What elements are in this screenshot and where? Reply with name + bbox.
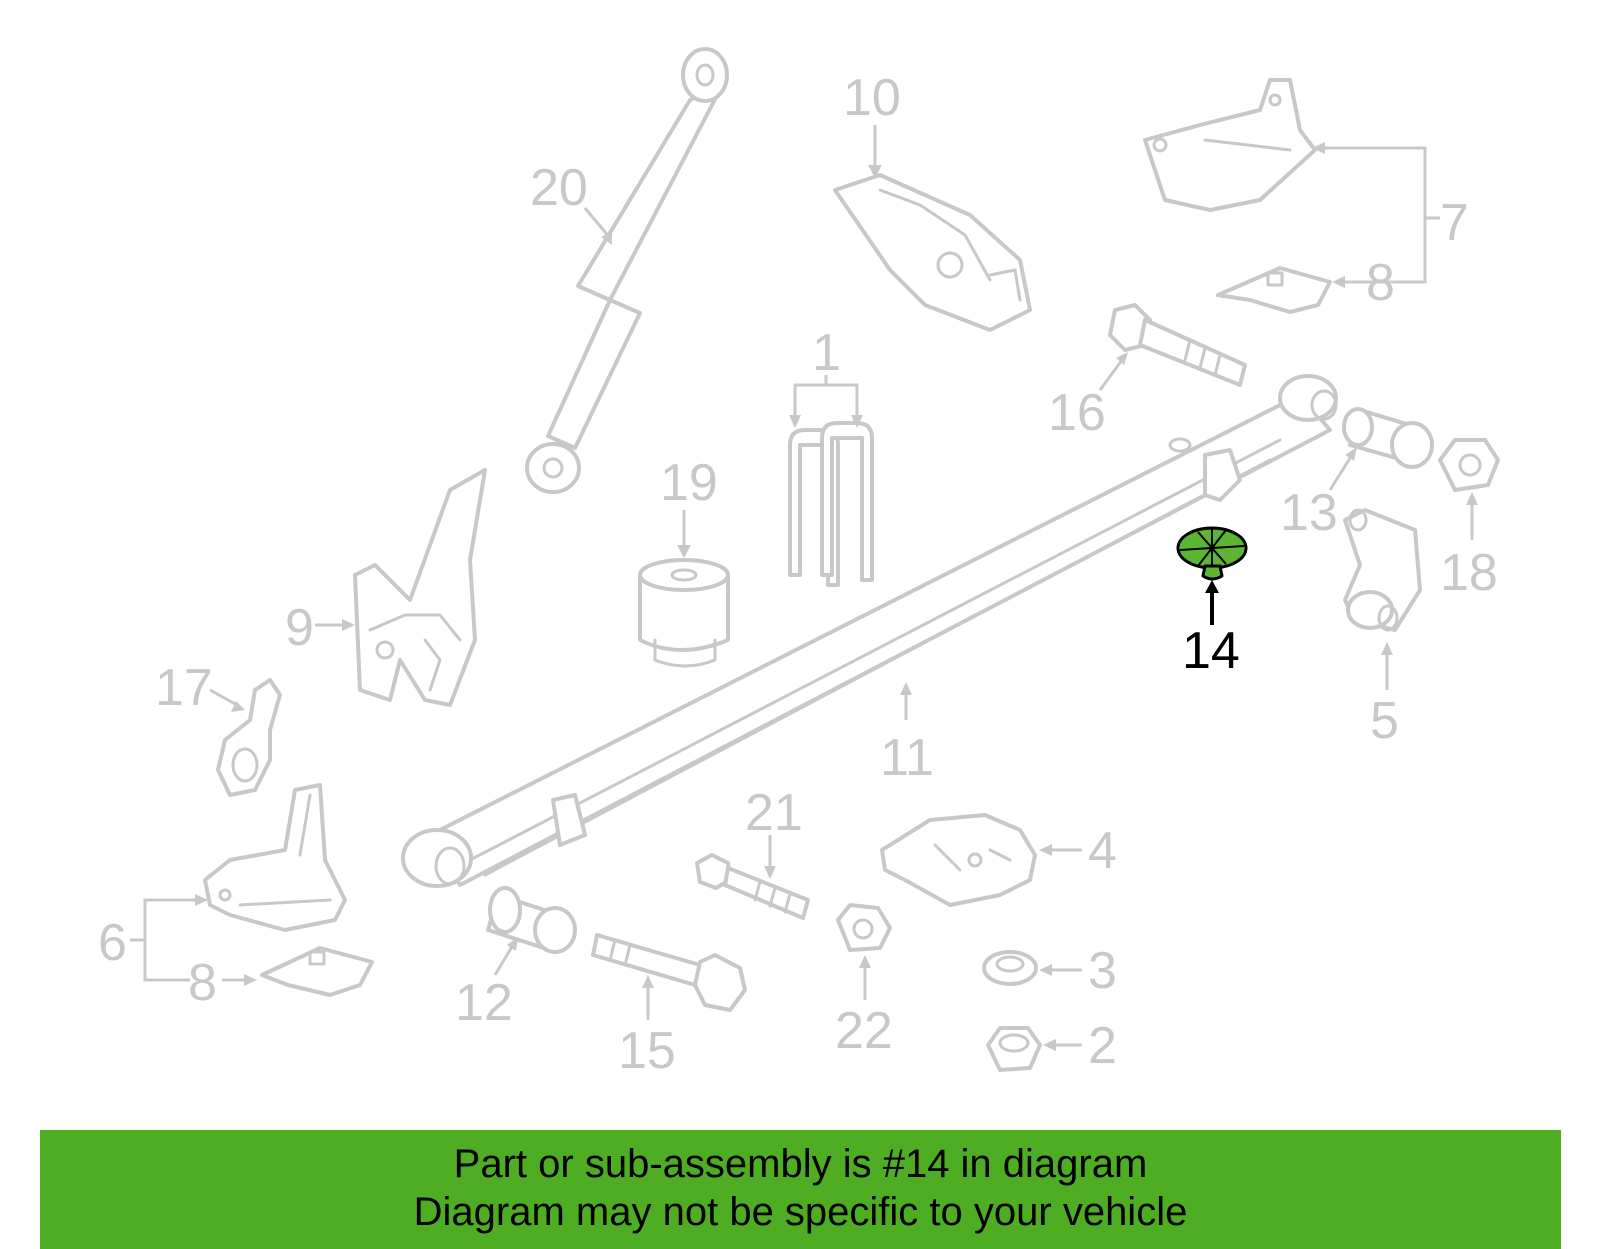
part-14-insulator[interactable] bbox=[1176, 526, 1248, 581]
part-21-bolt[interactable] bbox=[695, 853, 810, 920]
callout-19: 19 bbox=[660, 454, 718, 512]
part-4-spring-plate[interactable] bbox=[880, 813, 1037, 907]
part-18-nut[interactable] bbox=[1438, 438, 1500, 492]
part-5-shackle[interactable] bbox=[1343, 508, 1422, 632]
callout-14: 14 bbox=[1182, 622, 1240, 680]
callout-7: 7 bbox=[1440, 194, 1469, 252]
part-8-spacer-pad-upper[interactable] bbox=[1216, 266, 1332, 314]
callout-4: 4 bbox=[1088, 822, 1117, 880]
callout-21: 21 bbox=[745, 784, 803, 842]
callout-13: 13 bbox=[1280, 484, 1338, 542]
callout-1: 1 bbox=[812, 324, 841, 382]
banner-line-part: Part or sub-assembly is #14 in diagram bbox=[453, 1142, 1148, 1186]
part-19-bump-stop[interactable] bbox=[638, 558, 730, 668]
part-11-leaf-spring[interactable] bbox=[401, 374, 1338, 888]
callout-2: 2 bbox=[1088, 1017, 1117, 1075]
callout-8-lower: 8 bbox=[188, 954, 217, 1012]
part-15-bolt[interactable] bbox=[591, 933, 747, 1012]
part-1-u-bolts[interactable] bbox=[788, 421, 874, 587]
part-13-bushing[interactable] bbox=[1342, 407, 1434, 469]
callout-10: 10 bbox=[843, 69, 901, 127]
part-22-nut[interactable] bbox=[836, 903, 892, 952]
callout-3: 3 bbox=[1088, 942, 1117, 1000]
part-20-shock-absorber[interactable] bbox=[525, 47, 729, 494]
part-7-hanger-bracket[interactable] bbox=[1143, 78, 1317, 212]
banner-line-disclaimer: Diagram may not be specific to your vehi… bbox=[413, 1190, 1188, 1234]
part-8-spacer-pad-lower[interactable] bbox=[260, 946, 374, 997]
part-12-bushing[interactable] bbox=[486, 886, 577, 954]
callout-9: 9 bbox=[285, 599, 314, 657]
callout-8-upper: 8 bbox=[1366, 254, 1395, 312]
callout-15: 15 bbox=[618, 1022, 676, 1080]
callout-5: 5 bbox=[1370, 692, 1399, 750]
callout-18: 18 bbox=[1440, 544, 1498, 602]
callout-22: 22 bbox=[835, 1002, 893, 1060]
callout-17: 17 bbox=[155, 659, 213, 717]
part-9-front-hanger[interactable] bbox=[353, 468, 487, 707]
part-17-bracket[interactable] bbox=[216, 678, 282, 797]
part-16-bolt[interactable] bbox=[1108, 303, 1247, 387]
info-banner: Part or sub-assembly is #14 in diagram D… bbox=[40, 1130, 1561, 1249]
callout-6: 6 bbox=[98, 914, 127, 972]
parts-diagram: 20 10 7 8 16 1 bbox=[98, 47, 1500, 1080]
part-6-rear-hanger[interactable] bbox=[203, 783, 347, 932]
part-10-bracket[interactable] bbox=[833, 173, 1032, 332]
callout-20: 20 bbox=[530, 159, 588, 217]
callout-16: 16 bbox=[1048, 384, 1106, 442]
part-2-nut[interactable] bbox=[986, 1026, 1042, 1072]
callout-12: 12 bbox=[455, 974, 513, 1032]
callout-11: 11 bbox=[880, 729, 934, 787]
part-3-washer[interactable] bbox=[982, 950, 1038, 986]
